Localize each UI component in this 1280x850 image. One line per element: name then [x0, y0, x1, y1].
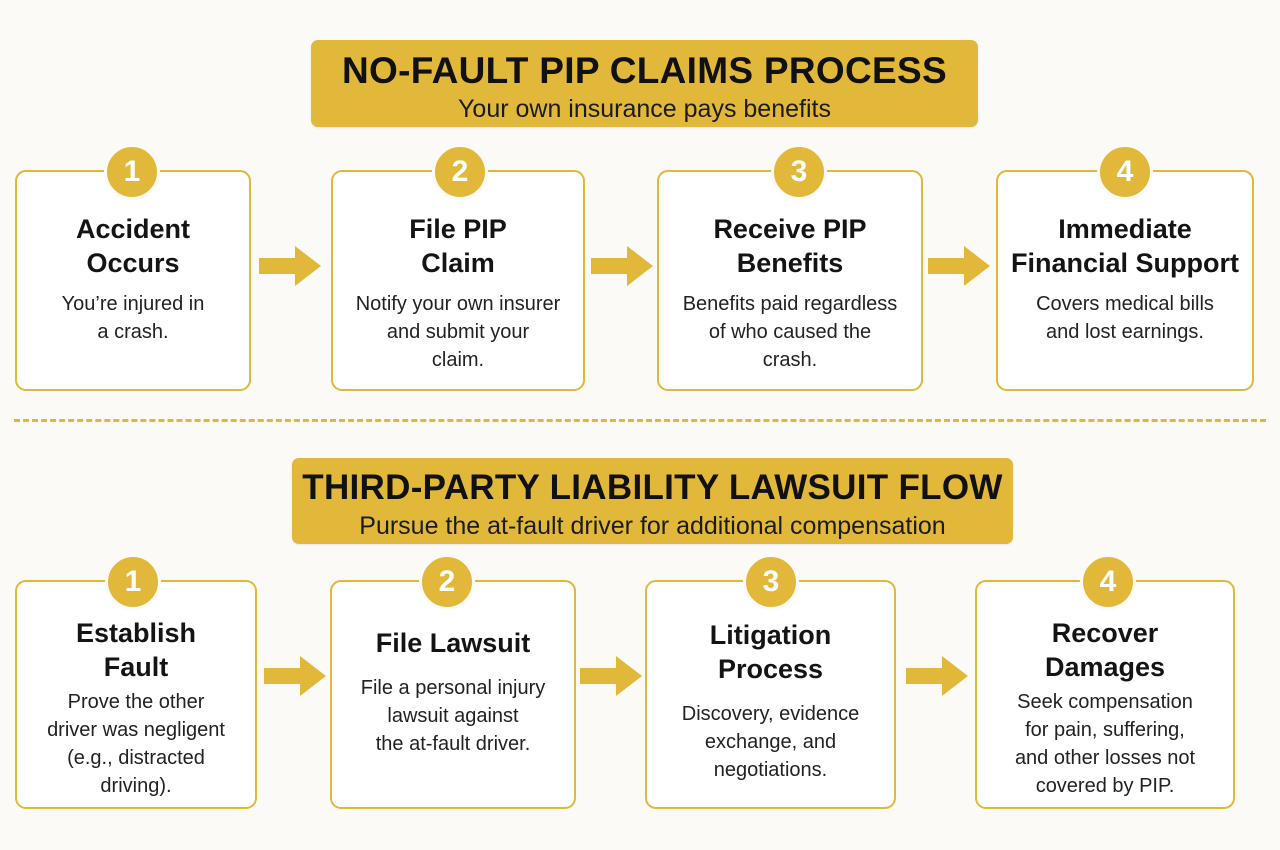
pip-step-2-number: 2 — [432, 144, 488, 200]
right-arrow-icon — [928, 246, 990, 286]
section-divider — [14, 419, 1266, 422]
right-arrow-icon — [906, 656, 968, 696]
lawsuit-banner: THIRD-PARTY LIABILITY LAWSUIT FLOW Pursu… — [292, 458, 1013, 544]
right-arrow-icon — [591, 246, 653, 286]
step-title: File Lawsuit — [375, 628, 531, 658]
lawsuit-subtitle: Pursue the at-fault driver for additiona… — [359, 512, 946, 540]
lawsuit-title: THIRD-PARTY LIABILITY LAWSUIT FLOW — [302, 468, 1003, 507]
pip-step-3-number: 3 — [771, 144, 827, 200]
right-arrow-icon — [580, 656, 642, 696]
lawsuit-step-4-number: 4 — [1080, 554, 1136, 610]
lawsuit-step-3-number: 3 — [743, 554, 799, 610]
right-arrow-icon — [264, 656, 326, 696]
right-arrow-icon — [259, 246, 321, 286]
lawsuit-step-2-number: 2 — [419, 554, 475, 610]
pip-title: NO-FAULT PIP CLAIMS PROCESS — [342, 50, 947, 91]
lawsuit-step-1-number: 1 — [105, 554, 161, 610]
pip-step-1-number: 1 — [104, 144, 160, 200]
pip-step-4-number: 4 — [1097, 144, 1153, 200]
pip-subtitle: Your own insurance pays benefits — [458, 95, 831, 123]
pip-banner: NO-FAULT PIP CLAIMS PROCESS Your own ins… — [311, 40, 978, 127]
